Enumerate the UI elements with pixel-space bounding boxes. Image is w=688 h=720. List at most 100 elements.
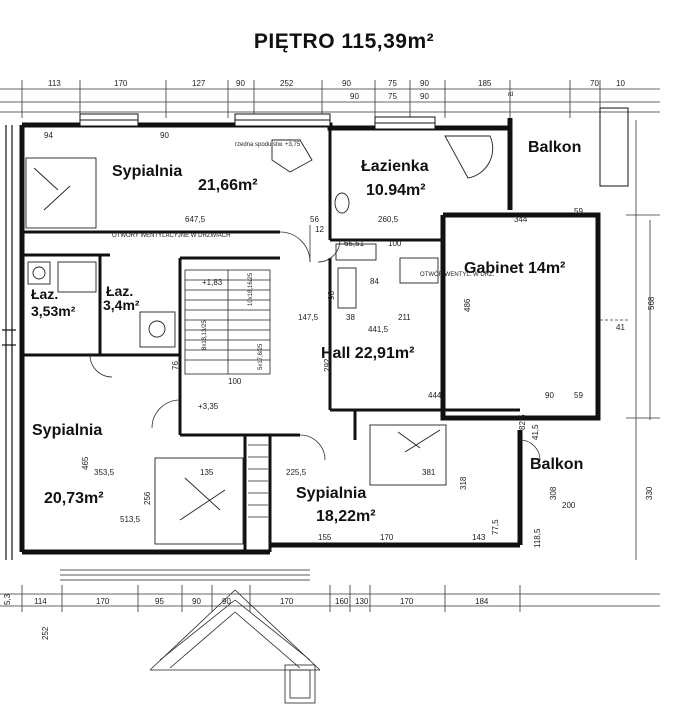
- dim-label: 41,5: [531, 424, 540, 440]
- dim-label: 113: [48, 79, 61, 88]
- staircase: [184, 269, 271, 375]
- dim-label: 90: [342, 79, 351, 88]
- interior-dimension-labels: 94 90 647,5 56 260,5 12 344 59 65,51 100…: [3, 131, 656, 640]
- dim-label: 344: [514, 215, 528, 224]
- room-area-wc-2: 3,4m²: [103, 297, 140, 313]
- dim-label: 95: [155, 597, 164, 606]
- hall-name: Hall: [321, 345, 351, 362]
- dim-label: 252: [280, 79, 294, 88]
- dim-label: 100: [388, 239, 402, 248]
- dim-label: 76: [171, 361, 180, 370]
- left-wall: [2, 125, 16, 560]
- dim-label: 292: [323, 358, 332, 372]
- top-dimension-lines: [0, 80, 660, 118]
- balcony-top: [599, 107, 629, 187]
- room-area-wc-1: 3,53m²: [31, 303, 76, 319]
- dim-label: 444: [428, 391, 442, 400]
- dim-label: 200: [562, 501, 576, 510]
- dim-label: 82,5: [518, 414, 527, 430]
- dim-label: 90: [420, 79, 429, 88]
- hall-area: 22,91m²: [354, 345, 415, 362]
- dim-label: 98: [327, 291, 336, 300]
- dim-label: 90: [222, 597, 231, 606]
- level-label: +1,83: [202, 278, 223, 287]
- room-name-wc-2: Łaz.: [106, 283, 134, 299]
- vent-note: OTWORY WENTYLACYJNE W DRZWIACH: [112, 233, 230, 239]
- dim-label: 38: [346, 313, 355, 322]
- dim-label: 330: [645, 486, 654, 500]
- dim-label: 353,5: [94, 468, 115, 477]
- rd-label: rd: [508, 92, 513, 98]
- dim-label: 94: [44, 131, 53, 140]
- dim-label: 185: [478, 79, 492, 88]
- room-name-balcony-top: Balkon: [528, 139, 582, 156]
- dim-label: 170: [114, 79, 128, 88]
- dim-label: 90: [160, 131, 169, 140]
- dim-label: 147,5: [298, 313, 319, 322]
- right-dimension-lines: [600, 120, 660, 560]
- dim-label: 170: [280, 597, 294, 606]
- bottom-dimension-labels: 114 170 95 90 90 170 160 130 170 184: [34, 597, 489, 606]
- stair-label: 8x18,13/25: [202, 320, 208, 350]
- room-area-bedroom-1: 21,66m²: [198, 177, 258, 194]
- top-dimension-labels: 113 170 127 90 252 90 75 90 185 70 10 90…: [48, 79, 625, 101]
- dim-label: 65,51: [344, 239, 365, 248]
- dim-label: 90: [236, 79, 245, 88]
- dim-label: 568: [647, 296, 656, 310]
- dim-label: 225,5: [286, 468, 307, 477]
- interior-walls: [22, 128, 520, 552]
- dim-label: 647,5: [185, 215, 206, 224]
- dim-label: 465: [81, 456, 90, 470]
- dim-label: 155: [318, 533, 332, 542]
- dim-label: 75: [388, 79, 397, 88]
- dim-label: 118,5: [533, 528, 542, 548]
- dim-label: 184: [475, 597, 489, 606]
- dim-label: 41: [616, 323, 625, 332]
- room-name-bathroom: Łazienka: [361, 158, 429, 175]
- dim-label: 90: [350, 92, 359, 101]
- dim-label: 77,5: [491, 519, 500, 535]
- windows: [79, 113, 436, 130]
- office-area: 14m²: [528, 260, 566, 277]
- room-name-wc-1: Łaz.: [31, 286, 59, 302]
- stair-label: 5x17,6/25: [258, 343, 264, 370]
- dim-label: 170: [400, 597, 414, 606]
- room-name-office: Gabinet 14m²: [464, 259, 565, 278]
- dim-label: 10: [616, 79, 625, 88]
- dim-label: 252: [41, 626, 50, 640]
- dim-label: 256: [143, 491, 152, 505]
- room-name-bedroom-1: Sypialnia: [112, 163, 183, 180]
- room-hall: Hall 22,91m²: [321, 344, 414, 363]
- room-name-balcony-bottom: Balkon: [530, 456, 584, 473]
- dim-label: 90: [192, 597, 201, 606]
- dim-label: 12: [315, 225, 324, 234]
- dim-label: 5,3: [3, 593, 12, 605]
- dim-label: 318: [459, 476, 468, 490]
- dim-label: 135: [200, 468, 214, 477]
- roof-canopy: [60, 569, 321, 704]
- room-area-bedroom-2: 20,73m²: [44, 490, 104, 507]
- page-title: PIĘTRO 115,39m²: [253, 30, 435, 53]
- dim-label: 260,5: [378, 215, 399, 224]
- doors: [89, 225, 541, 461]
- dim-label: 170: [96, 597, 110, 606]
- room-area-bathroom: 10.94m²: [366, 182, 426, 199]
- dim-label: 56: [310, 215, 319, 224]
- bottom-dimension-lines: [0, 585, 660, 612]
- dim-label: 90: [420, 92, 429, 101]
- floor-level-note: rzedna spodu stw. +3,75: [235, 142, 301, 148]
- dim-label: 513,5: [120, 515, 141, 524]
- dim-label: 75: [388, 92, 397, 101]
- dim-label: 59: [574, 207, 583, 216]
- dim-label: 127: [192, 79, 206, 88]
- office-name: Gabinet: [464, 260, 524, 277]
- dim-label: 130: [355, 597, 369, 606]
- room-area-bedroom-3: 18,22m²: [316, 508, 376, 525]
- lower-stairs: [248, 444, 268, 518]
- dim-label: 381: [422, 468, 436, 477]
- room-name-bedroom-3: Sypialnia: [296, 485, 367, 502]
- stair-labels: 10x18,16/25 8x18,13/25 5x17,6/25 +1,83 +…: [198, 272, 264, 411]
- room-name-bedroom-2: Sypialnia: [32, 422, 103, 439]
